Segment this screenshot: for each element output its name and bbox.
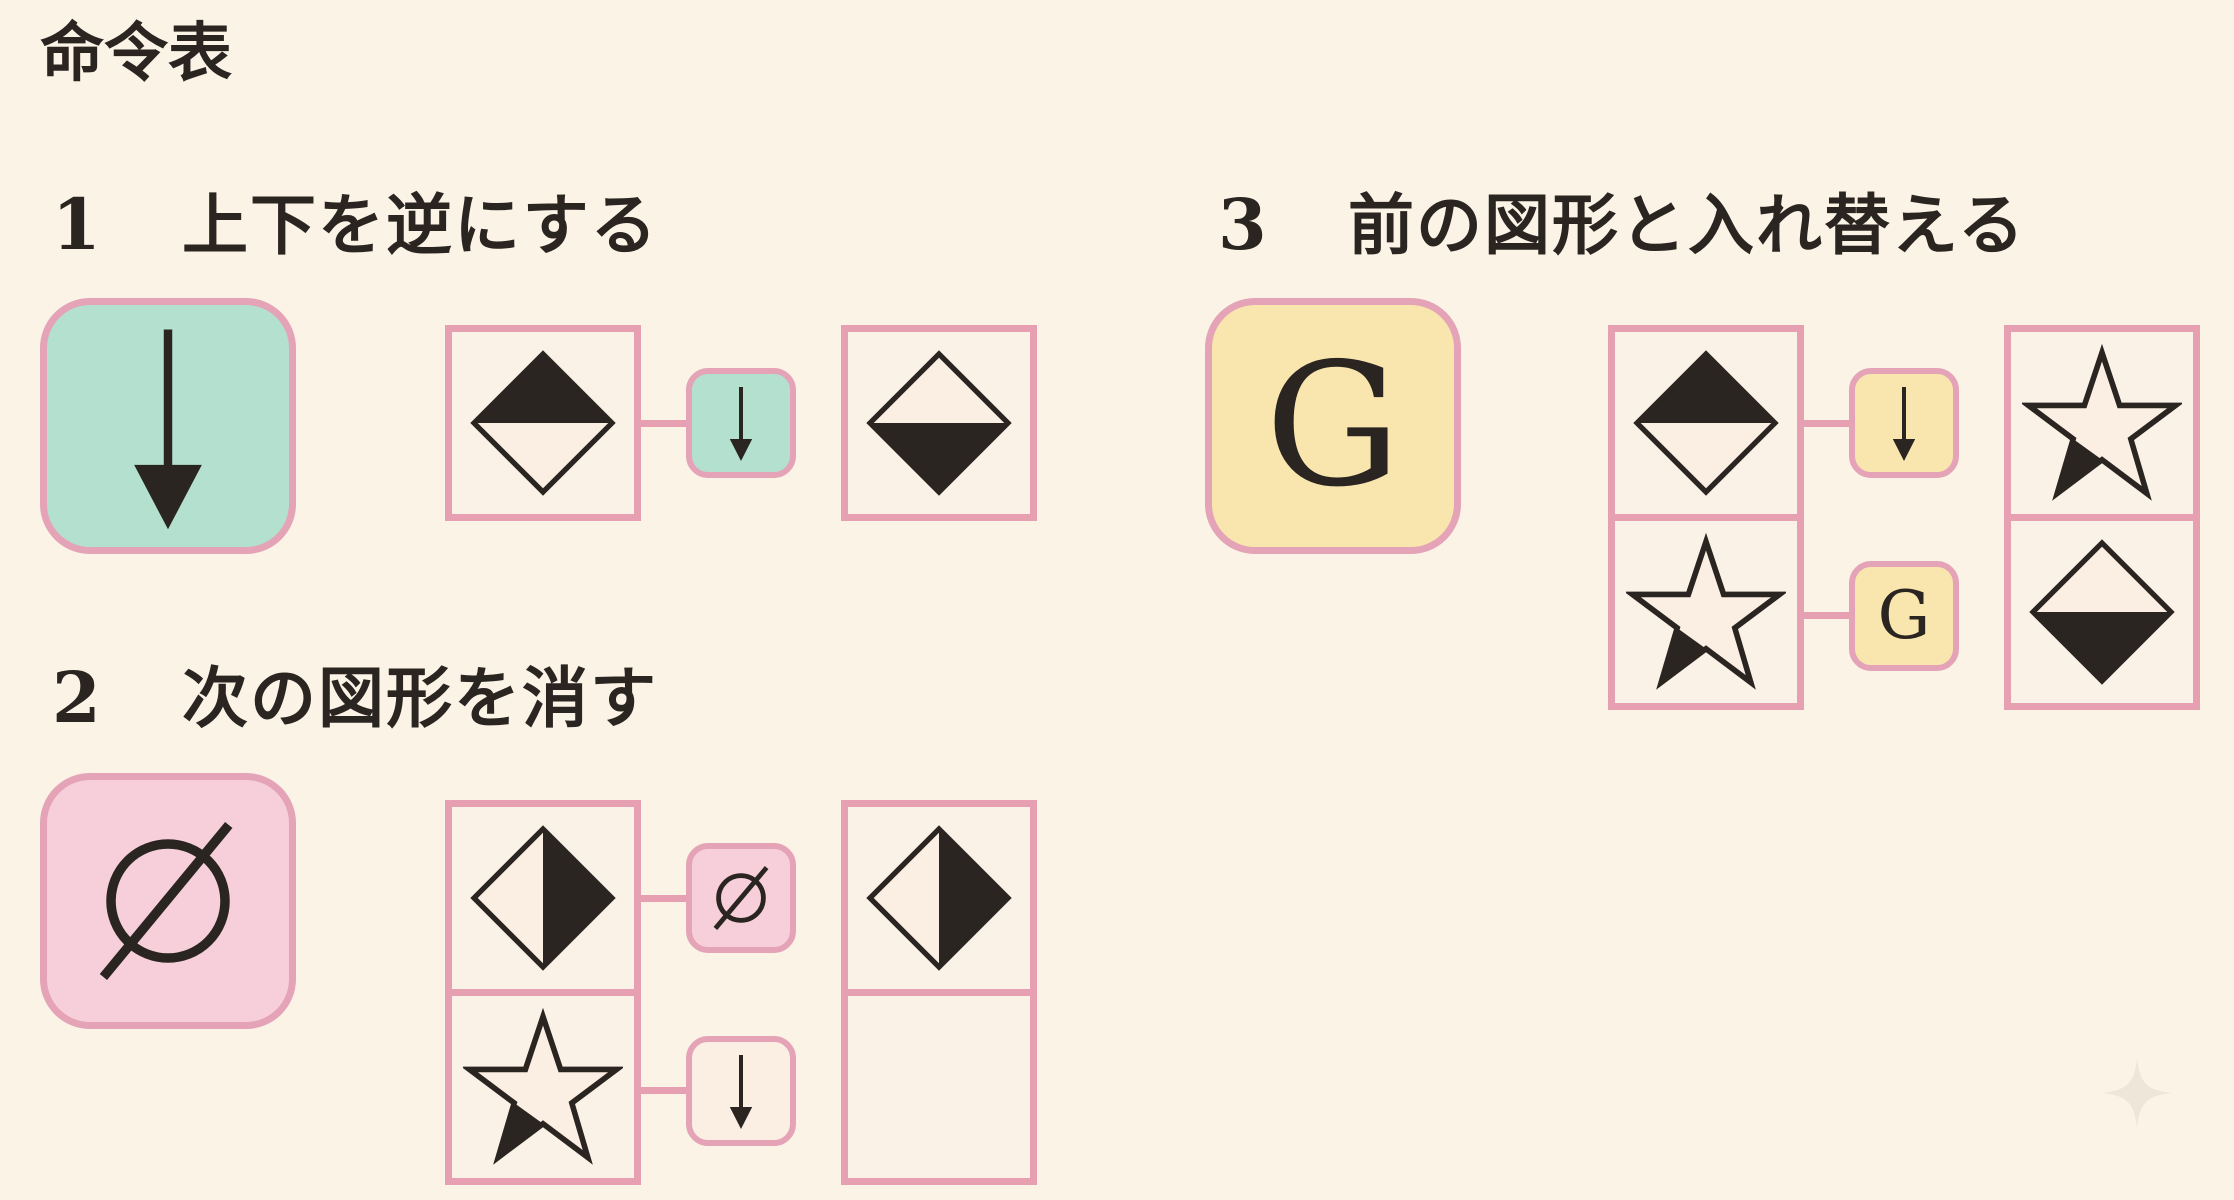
down-arrow-icon (729, 1054, 753, 1129)
section-3-number: 3 (1218, 183, 1267, 266)
section-1-label: 上下を逆にする (182, 186, 659, 264)
sparkle-icon (2102, 1058, 2172, 1138)
input-cell (445, 800, 641, 996)
section-1-example (445, 325, 1037, 521)
example-output-column (2004, 325, 2200, 710)
diamond-dark-right-icon (470, 825, 616, 971)
example-output-column (841, 325, 1037, 521)
command-empty-set-card (40, 773, 296, 1029)
command-empty-set-small (686, 843, 796, 953)
section-2-number: 2 (52, 656, 101, 739)
section-3-example: G (1608, 325, 2200, 710)
diamond-dark-top-icon (1633, 350, 1779, 496)
input-cell (1608, 514, 1804, 710)
output-cell (2004, 325, 2200, 521)
down-arrow-icon (1892, 387, 1916, 461)
command-letter-g-card: G (1205, 298, 1461, 554)
example-input-column (445, 800, 641, 1185)
input-cell (1608, 325, 1804, 521)
star-dark-bottom-left-icon (2022, 343, 2182, 501)
star-dark-bottom-left-icon (1626, 532, 1786, 690)
command-letter-g-small: G (1849, 560, 1959, 671)
section-1-number: 1 (52, 183, 101, 266)
input-cell (445, 325, 641, 521)
section-2-example (445, 800, 1037, 1185)
output-cell-empty (841, 989, 1037, 1185)
empty-set-icon (713, 866, 769, 930)
section-3-label: 前の図形と入れ替える (1348, 186, 2027, 264)
example-input-column (1608, 325, 1804, 710)
command-down-arrow-small (1849, 368, 1959, 478)
example-output-column (841, 800, 1037, 1185)
example-command-column (641, 800, 841, 1185)
output-cell (841, 325, 1037, 521)
down-arrow-icon (729, 387, 753, 461)
output-cell (2004, 514, 2200, 710)
empty-set-icon (99, 821, 233, 981)
command-down-arrow-small (686, 368, 796, 478)
section-2-label: 次の図形を消す (182, 659, 658, 737)
command-down-arrow-small (686, 1035, 796, 1146)
down-arrow-icon (134, 329, 202, 530)
letter-g-icon: G (1265, 327, 1401, 525)
example-input-column (445, 325, 641, 521)
example-command-column: G (1804, 325, 2004, 710)
output-cell (841, 800, 1037, 996)
input-cell (445, 989, 641, 1185)
diamond-dark-top-icon (470, 350, 616, 496)
diamond-dark-bottom-icon (2029, 539, 2175, 685)
star-dark-bottom-left-icon (463, 1007, 623, 1165)
letter-g-icon: G (1877, 576, 1931, 654)
command-down-arrow-card (40, 298, 296, 554)
page-title: 命令表 (40, 16, 232, 91)
example-command-column (641, 325, 841, 521)
diamond-dark-bottom-icon (866, 350, 1012, 496)
diamond-dark-right-icon (866, 825, 1012, 971)
